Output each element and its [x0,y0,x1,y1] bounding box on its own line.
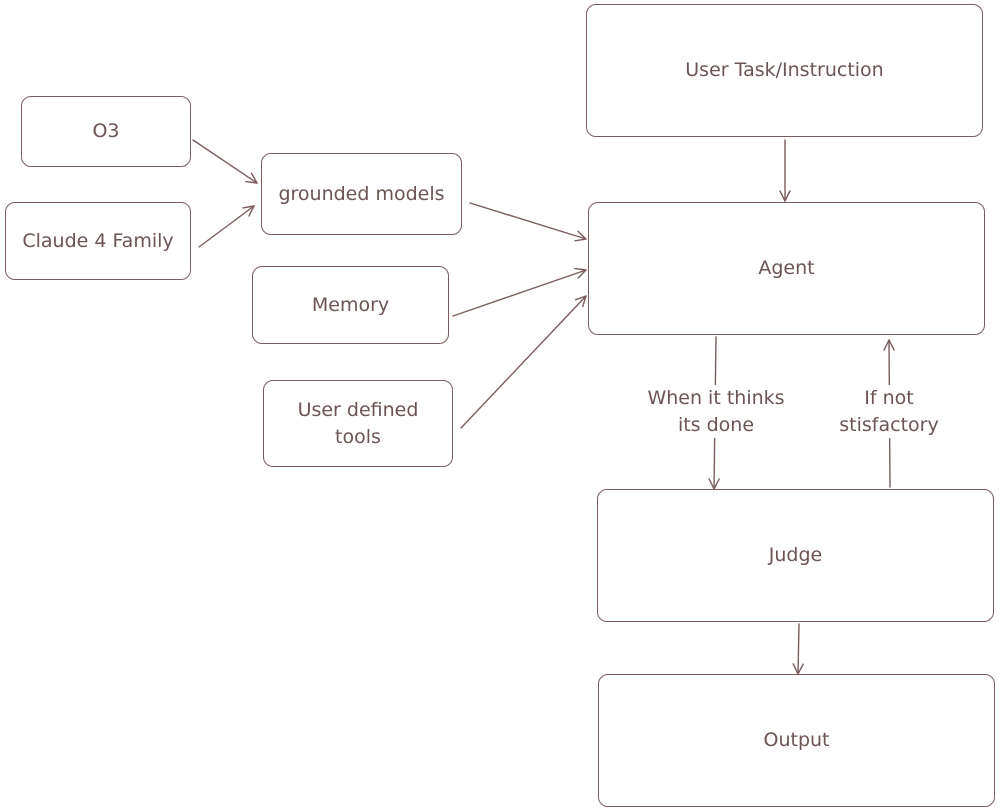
arrow-memory-to-agent [452,267,587,317]
node-judge: Judge [597,489,994,622]
arrow-tools-to-agent [460,295,587,429]
node-grounded-models-label: grounded models [278,182,445,205]
node-user-task-label: User Task/Instruction [685,59,884,82]
node-user-task: User Task/Instruction [586,4,983,137]
arrow-claude-to-grounded [198,205,255,248]
node-o3: O3 [21,96,191,167]
node-output-label: Output [763,729,830,752]
node-user-defined-tools-label: User defined tools [297,398,419,448]
node-o3-label: O3 [92,120,120,143]
node-agent-label: Agent [758,257,815,280]
node-user-defined-tools: User defined tools [263,380,453,467]
edge-label-judge-to-agent-text: If not stisfactory [839,387,939,436]
node-claude-4-family-label: Claude 4 Family [22,229,174,252]
edge-label-judge-to-agent: If not stisfactory [827,385,951,439]
node-agent: Agent [588,202,985,335]
node-memory: Memory [252,266,449,344]
node-output: Output [598,674,995,807]
node-judge-label: Judge [768,544,823,567]
node-grounded-models: grounded models [261,153,462,235]
arrow-judge-to-output [792,623,804,675]
arrow-o3-to-grounded [192,139,258,184]
node-claude-4-family: Claude 4 Family [5,202,191,280]
arrow-grounded-to-agent [469,202,587,242]
edge-label-agent-to-judge-text: When it thinks its done [647,387,785,436]
edge-label-agent-to-judge: When it thinks its done [636,385,796,439]
node-memory-label: Memory [311,293,390,316]
